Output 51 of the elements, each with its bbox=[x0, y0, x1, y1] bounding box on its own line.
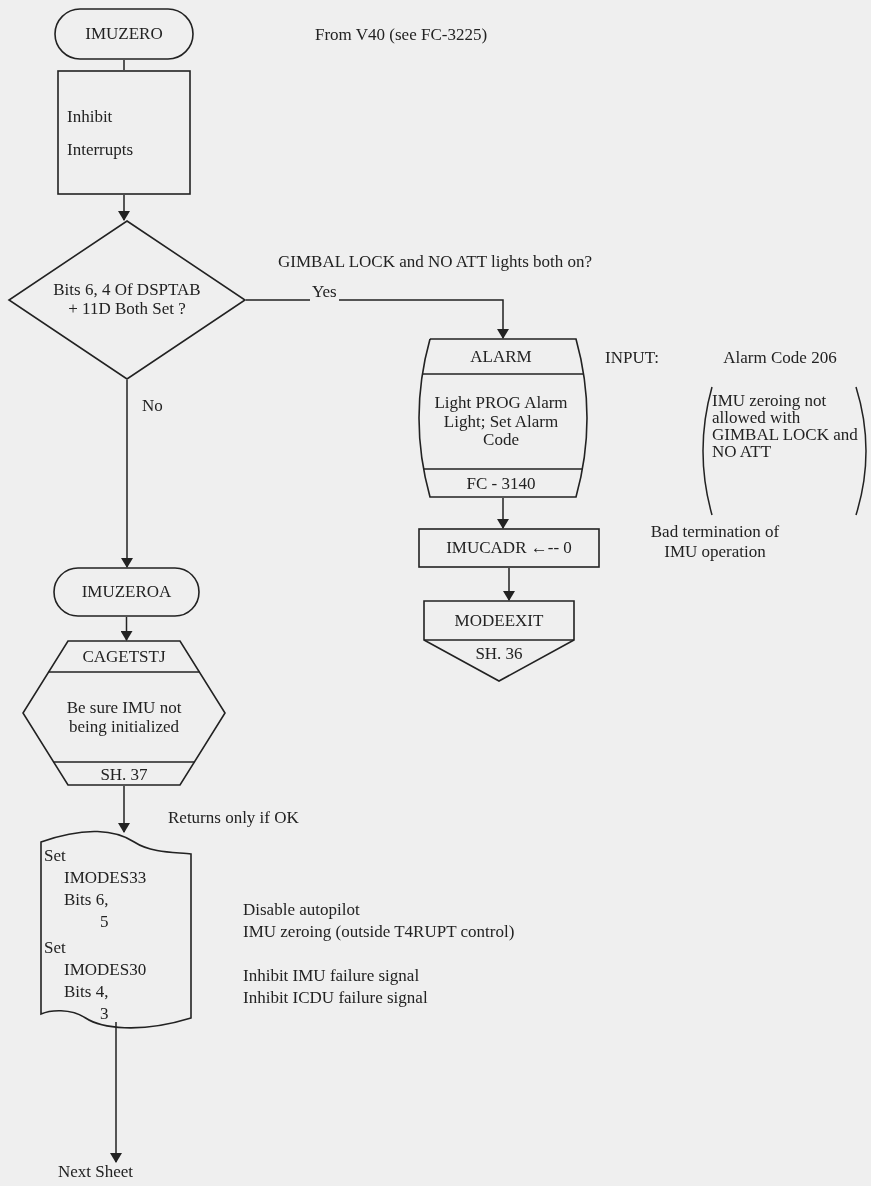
note-text: Bad termination of IMU operation bbox=[649, 522, 781, 562]
node-text: Light PROG Alarm Light; Set Alarm Code bbox=[433, 391, 569, 452]
process-box bbox=[57, 70, 191, 195]
note-text: Disable autopilot bbox=[243, 900, 361, 920]
process-box bbox=[418, 528, 600, 568]
node-text: SH. 36 bbox=[474, 642, 524, 665]
offpage-connector bbox=[423, 600, 575, 682]
node-text: IMODES33 bbox=[64, 868, 148, 888]
note-text: Returns only if OK bbox=[168, 808, 300, 828]
arrow bbox=[245, 299, 509, 339]
arrow bbox=[121, 379, 133, 568]
note-text: Inhibit ICDU failure signal bbox=[243, 988, 429, 1008]
node-title: ALARM bbox=[469, 345, 533, 368]
node-text: IMODES30 bbox=[64, 960, 148, 980]
node-text: Be sure IMU not being initialized bbox=[65, 697, 183, 738]
input-label: INPUT: bbox=[605, 348, 660, 368]
node-text: IMUCADR ←-- 0 bbox=[445, 536, 573, 559]
note-text: GIMBAL LOCK and NO ATT lights both on? bbox=[278, 252, 594, 272]
node-text: Bits 6, 4 Of DSPTAB + 11D Both Set ? bbox=[52, 279, 202, 320]
terminal-box bbox=[54, 8, 194, 60]
node-text: Bits 6, bbox=[64, 890, 110, 910]
terminal-box bbox=[53, 567, 200, 617]
arrow bbox=[118, 785, 130, 833]
subroutine-box bbox=[418, 338, 588, 498]
offpage-label: Next Sheet bbox=[58, 1162, 178, 1182]
node-text: 5 bbox=[100, 912, 110, 932]
arrow bbox=[503, 567, 515, 601]
note-text: Inhibit IMU failure signal bbox=[243, 966, 421, 986]
node-text: SH. 37 bbox=[99, 764, 149, 786]
node-text: IMUZEROA bbox=[80, 580, 173, 603]
node-text: Set bbox=[44, 846, 67, 866]
node-text: Set bbox=[44, 938, 67, 958]
note-text: IMU zeroing not allowed with GIMBAL LOCK and NO ATT bbox=[712, 392, 859, 460]
node-text: Interrupts bbox=[67, 138, 135, 161]
node-text: 3 bbox=[100, 1004, 110, 1024]
node-text: IMUZERO bbox=[84, 22, 164, 45]
arrow bbox=[120, 616, 133, 641]
note-text: From V40 (see FC-3225) bbox=[315, 25, 489, 45]
node-title: CAGETSTJ bbox=[81, 645, 167, 668]
node-text: FC - 3140 bbox=[465, 472, 537, 495]
note-text: Alarm Code 206 bbox=[722, 348, 838, 368]
decision-diamond bbox=[8, 220, 246, 380]
node-text: MODEEXIT bbox=[453, 609, 545, 632]
subroutine-hexagon bbox=[22, 640, 226, 786]
node-text: Inhibit bbox=[67, 105, 114, 128]
document-box bbox=[40, 832, 192, 1032]
arrow bbox=[110, 1021, 122, 1163]
arrow bbox=[497, 497, 509, 529]
arrow bbox=[118, 194, 130, 221]
node-text: Bits 4, bbox=[64, 982, 110, 1002]
note-text: IMU zeroing (outside T4RUPT control) bbox=[243, 922, 516, 942]
